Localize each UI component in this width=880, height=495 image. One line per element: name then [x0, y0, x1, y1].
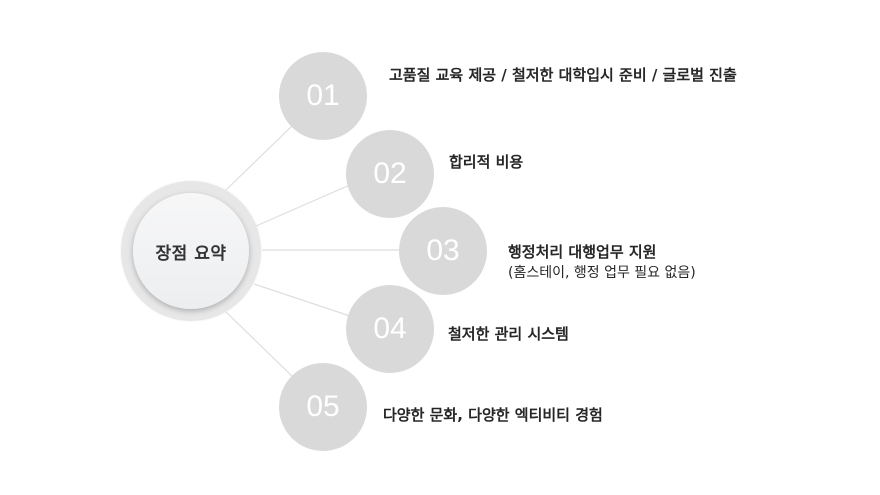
center-hub: 장점 요약 [121, 181, 261, 321]
item-text-04: 철저한 관리 시스템 [448, 325, 569, 343]
node-04: 04 [346, 285, 434, 373]
item-subtext-03: (홈스테이, 행정 업무 필요 없음) [508, 265, 696, 281]
node-number-02: 02 [373, 157, 407, 190]
connector-line-04 [253, 283, 351, 317]
node-02: 02 [346, 130, 434, 218]
connector-line-02 [255, 183, 353, 227]
item-text-01: 고품질 교육 제공 / 철저한 대학입시 준비 / 글로벌 진출 [389, 66, 737, 84]
item-text-02: 합리적 비용 [449, 153, 524, 171]
connector-line-05 [225, 311, 295, 379]
node-number-03: 03 [426, 234, 460, 267]
center-circle: 장점 요약 [133, 193, 249, 309]
connector-line-01 [225, 123, 295, 191]
node-number-05: 05 [306, 390, 340, 423]
node-05: 05 [279, 363, 367, 451]
item-text-05: 다양한 문화, 다양한 엑티비티 경험 [383, 406, 603, 424]
node-01: 01 [279, 52, 367, 140]
node-03: 03 [399, 207, 487, 295]
node-number-04: 04 [373, 312, 407, 345]
item-text-03: 행정처리 대행업무 지원 [508, 243, 657, 261]
node-number-01: 01 [306, 79, 340, 112]
center-label: 장점 요약 [155, 243, 227, 264]
